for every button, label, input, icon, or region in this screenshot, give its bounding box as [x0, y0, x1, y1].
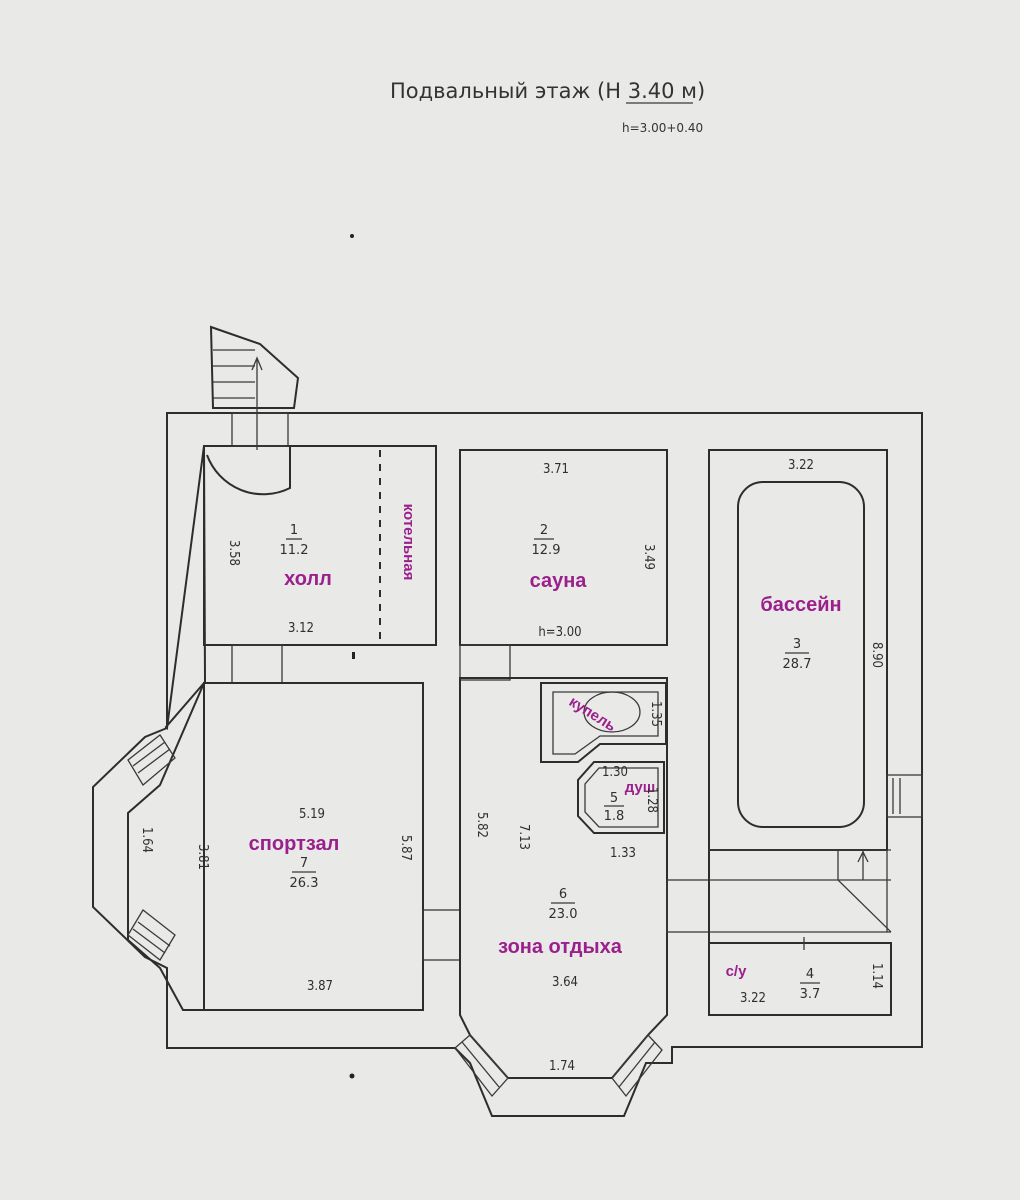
- gym-dim-top: 5.19: [299, 807, 325, 822]
- gym-number: 7: [300, 856, 308, 871]
- hall-dim-h: 3.58: [226, 540, 241, 566]
- pool-area: 28.7: [783, 657, 812, 672]
- hall-area: 11.2: [280, 543, 309, 558]
- plunge-dim: 1.35: [648, 701, 663, 727]
- room-gym-outline: [127, 682, 461, 1011]
- entrance-stair: [209, 325, 300, 450]
- room-rest-outline: [454, 677, 710, 1098]
- wc-number: 4: [806, 967, 814, 982]
- room-hall-outline: [203, 412, 437, 646]
- passage-sauna-rest: [459, 644, 511, 681]
- pool-number: 3: [793, 637, 801, 652]
- rest-area: 23.0: [549, 907, 578, 922]
- sauna-number: 2: [540, 523, 548, 538]
- hall-number: 1: [290, 523, 298, 538]
- sauna-dim-h: 3.49: [641, 544, 656, 570]
- gym-dim-bay: 1.64: [139, 827, 154, 853]
- wc-dim-w: 3.22: [740, 991, 766, 1006]
- shower-label: душ: [625, 779, 656, 796]
- gym-dim-left: 3.81: [195, 844, 210, 870]
- gym-dim-right: 5.87: [398, 835, 413, 861]
- rest-dim-inner: 7.13: [516, 824, 531, 850]
- shower-number: 5: [610, 791, 618, 806]
- shower-dim-w: 1.30: [602, 765, 628, 780]
- rest-number: 6: [559, 887, 567, 902]
- rest-dim-bay: 1.74: [549, 1059, 575, 1074]
- pool-label: бассейн: [760, 594, 841, 616]
- sauna-height: h=3.00: [538, 625, 581, 640]
- passage-hall-gym: [231, 644, 283, 684]
- gym-label: спортзал: [249, 833, 340, 855]
- sauna-label: сауна: [530, 570, 588, 592]
- room-wc-outline: [708, 931, 892, 1016]
- plunge-pool: [540, 682, 667, 763]
- pool-dim-w: 3.22: [788, 458, 814, 473]
- wc-label: с/у: [726, 963, 748, 980]
- room-pool-outline: [708, 449, 923, 851]
- rest-dim-w: 3.64: [552, 975, 578, 990]
- shower-area: 1.8: [604, 809, 625, 824]
- gym-dim-bottom: 3.87: [307, 979, 333, 994]
- wc-area: 3.7: [800, 987, 821, 1002]
- pool-dim-h: 8.90: [869, 642, 884, 668]
- boiler-label: котельная: [400, 504, 417, 581]
- room-sauna-outline: [459, 449, 668, 646]
- rest-dim-left: 5.82: [474, 812, 489, 838]
- gym-area: 26.3: [290, 876, 319, 891]
- hall-dim-w: 3.12: [288, 621, 314, 636]
- plan-subtitle: h=3.00+0.40: [622, 121, 703, 135]
- sauna-dim-w: 3.71: [543, 462, 569, 477]
- plan-title: Подвальный этаж (Н 3.40 м): [390, 79, 705, 103]
- hall-label: холл: [284, 568, 332, 590]
- wc-dim-h: 1.14: [869, 963, 884, 989]
- swimming-pool-basin: [737, 481, 865, 828]
- shower-dim-h: 1.28: [644, 787, 659, 813]
- shower-dim-bottom: 1.33: [610, 846, 636, 861]
- rest-label: зона отдыха: [498, 936, 623, 958]
- plunge-label: купель: [566, 693, 619, 735]
- sauna-area: 12.9: [532, 543, 561, 558]
- shower-cabin: [577, 761, 665, 834]
